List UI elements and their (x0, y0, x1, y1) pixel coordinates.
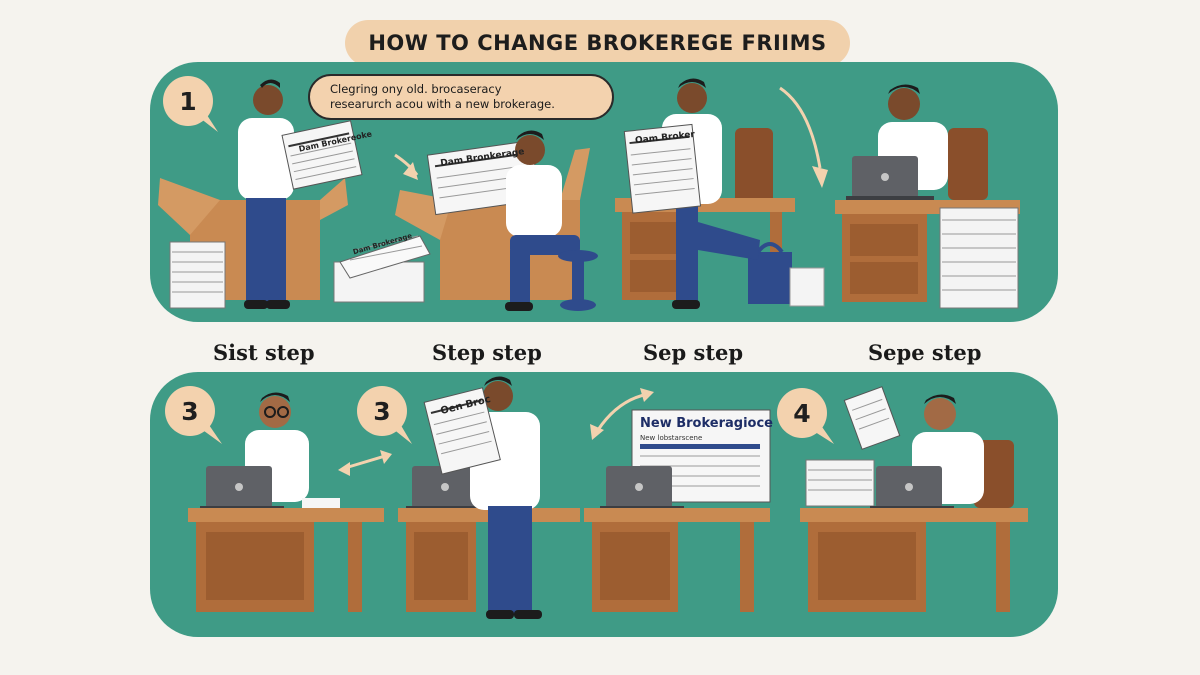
bubble-tail-3 (392, 422, 412, 444)
stool (558, 250, 598, 311)
paper-pile (333, 235, 431, 303)
bubble-tail-4 (812, 424, 834, 444)
scene-1 (158, 79, 363, 309)
desk (800, 508, 1028, 612)
scene-4 (835, 84, 1020, 309)
desk (584, 508, 770, 612)
newspaper (843, 386, 901, 450)
bubble-tail-1 (200, 112, 218, 132)
callout-line-2: researurch acou with a new brokerage. (330, 97, 555, 111)
laptop (200, 466, 284, 512)
instruction-callout: Clegring ony old. brocaseracy researurch… (308, 74, 614, 120)
laptop (600, 466, 684, 512)
person (238, 79, 294, 309)
desk (398, 508, 580, 612)
step-label-1: Sist step (213, 340, 315, 365)
paper-stack (169, 241, 226, 309)
scene-6 (398, 376, 580, 619)
paper-header-7: New lobstarscene (640, 434, 703, 442)
paper-stack (939, 207, 1019, 309)
chair (948, 128, 988, 200)
callout-line-1: Clegring ony old. brocaseracy (330, 82, 502, 96)
laptop (846, 156, 934, 202)
box-flap-left (158, 178, 220, 235)
paper-stack (805, 459, 875, 507)
chair (735, 128, 773, 208)
step-label-4: Sepe step (868, 340, 982, 365)
newspaper (623, 123, 702, 214)
bubble-tail-2 (200, 422, 222, 444)
step-label-3: Sep step (643, 340, 744, 365)
paper-sheet (302, 498, 340, 508)
scene-7 (584, 388, 771, 612)
scene-3 (615, 78, 828, 309)
paper-header-6: New Brokeragioce (640, 416, 773, 431)
box-flap-right (320, 178, 348, 220)
scene-8 (800, 386, 1028, 612)
briefcase (748, 242, 792, 304)
title-banner: HOW TO CHANGE BROKEREGE FRIIMS (345, 20, 850, 66)
scene-5 (188, 392, 392, 612)
scene-2 (333, 130, 598, 311)
trash-bin (789, 267, 825, 307)
page-title: HOW TO CHANGE BROKEREGE FRIIMS (368, 31, 827, 55)
laptop (870, 466, 954, 512)
arrow-curved (779, 86, 822, 169)
step-label-2: Step step (432, 340, 542, 365)
person (505, 130, 580, 311)
desk (835, 200, 1020, 302)
desk (188, 508, 384, 612)
newspaper (281, 120, 363, 190)
arrow-double (344, 454, 386, 470)
newspaper (423, 387, 501, 475)
